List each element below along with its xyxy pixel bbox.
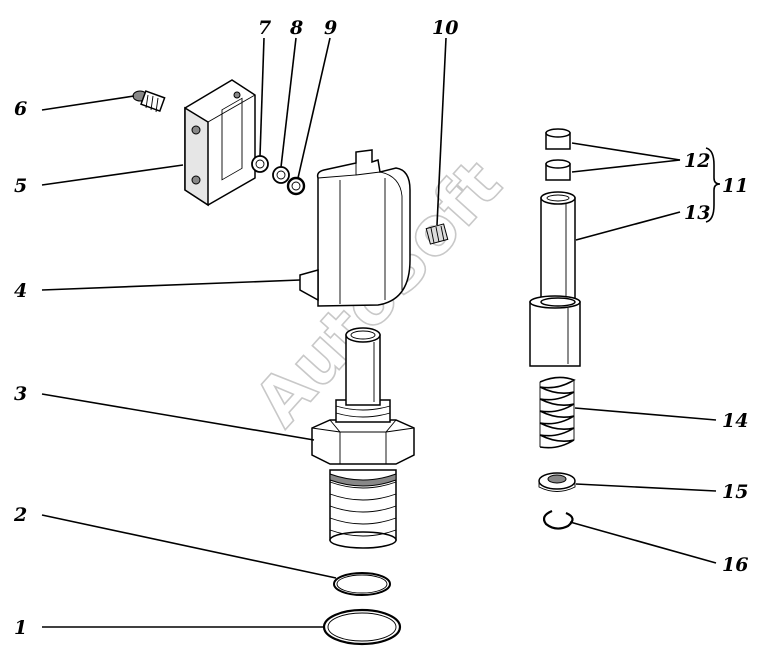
callout-10: 10 (432, 17, 458, 39)
part-12-pellets (545, 128, 571, 181)
callout-4: 4 (14, 280, 27, 302)
callout-13: 13 (684, 202, 710, 224)
callout-9: 9 (324, 17, 337, 39)
part-7-washer (251, 155, 269, 173)
leader-14 (574, 407, 717, 421)
part-6-screw (132, 90, 166, 113)
callout-12: 12 (684, 150, 710, 172)
part-8-washer (272, 166, 290, 184)
callout-5: 5 (14, 175, 27, 197)
leader-8 (280, 37, 297, 168)
leader-15 (575, 483, 717, 492)
leader-lines (41, 37, 721, 628)
callout-7: 7 (258, 17, 271, 39)
part-4-housing (299, 149, 411, 307)
leader-7 (259, 37, 265, 157)
leader-2 (41, 514, 337, 579)
part-15-spring-seat (538, 472, 576, 492)
leader-12b (571, 159, 681, 173)
leader-6 (41, 95, 135, 111)
leader-16 (569, 521, 717, 564)
leader-12a (571, 142, 681, 161)
part-13-plunger (529, 191, 581, 367)
part-9-washer (286, 176, 306, 196)
callout-14: 14 (722, 410, 748, 432)
leader-10 (436, 37, 447, 226)
callout-8: 8 (289, 17, 303, 39)
callout-11: 11 (722, 175, 748, 197)
callout-labels: 1 2 3 4 5 6 7 8 9 10 11 12 13 14 15 16 (13, 17, 748, 639)
callout-16: 16 (722, 554, 748, 576)
leader-13 (575, 211, 681, 241)
leader-3 (41, 393, 315, 441)
part-14-spring (539, 376, 576, 449)
leader-9 (297, 37, 331, 179)
callout-2: 2 (13, 504, 27, 526)
callout-15: 15 (722, 481, 748, 503)
leader-5 (41, 164, 184, 186)
bracket-11 (705, 147, 721, 223)
part-1-o-ring (322, 608, 402, 646)
part-5-cover (184, 79, 256, 207)
part-16-snap-ring (542, 509, 574, 530)
leader-4 (41, 279, 301, 291)
part-3-valve-body (311, 327, 415, 549)
part-2-o-ring (333, 572, 391, 596)
part-10-set-screw (425, 223, 449, 245)
callout-6: 6 (14, 98, 27, 120)
callout-3: 3 (14, 383, 27, 405)
callout-1: 1 (14, 617, 27, 639)
